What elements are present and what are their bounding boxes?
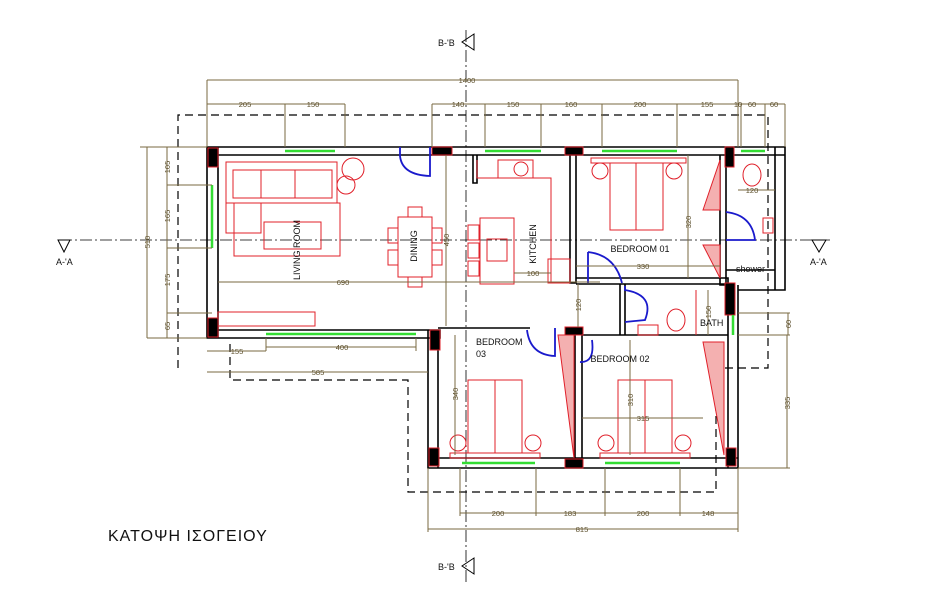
dim-bottom: 200 — [492, 509, 505, 518]
dim-bedroom02-width: 315 — [637, 414, 650, 423]
dim-left: 105 — [163, 161, 172, 174]
dim-bottom-overall: 815 — [576, 525, 589, 534]
dim-bedroom01-depth: 320 — [684, 216, 693, 229]
room-label-bedroom01: BEDROOM 01 — [610, 244, 669, 254]
nightstands — [449, 162, 692, 452]
room-label-living: LIVING ROOM — [292, 220, 302, 280]
bathroom-fixtures — [217, 217, 774, 336]
dim-left: 175 — [163, 274, 172, 287]
column — [564, 326, 584, 336]
beds — [449, 157, 691, 459]
dim-left-overall: 510 — [143, 236, 152, 249]
nightstand — [524, 434, 542, 452]
section-axes — [57, 30, 830, 585]
doors — [399, 147, 757, 363]
dim-bottom: 200 — [637, 509, 650, 518]
dim-top: 200 — [634, 100, 647, 109]
dim-living-bottom: 155 — [231, 347, 244, 356]
kitchen-counter — [467, 159, 571, 285]
dim-overall-top: 1400 — [459, 76, 476, 85]
dim-top: 155 — [701, 100, 714, 109]
windows — [210, 149, 765, 465]
dim-bottom: 148 — [702, 509, 715, 518]
drawing-title: ΚΑΤΟΨΗ ΙΣΟΓΕΙΟΥ — [108, 528, 268, 545]
labels: A-'A A-'A B-'B B-'B 1400 205 150 140 150 160 200 15… — [56, 38, 827, 572]
walls — [206, 146, 786, 469]
dim-bath-depth: 150 — [704, 306, 713, 319]
room-label-shower: shower — [736, 264, 765, 274]
dim-top: 60 — [748, 100, 756, 109]
section-b-bottom-label: B-'B — [438, 562, 455, 572]
dim-left: 65 — [163, 322, 172, 330]
side-table — [341, 157, 365, 181]
section-a-left-label: A-'A — [56, 257, 73, 267]
dim-living-bottom-overall: 585 — [312, 368, 325, 377]
toilet — [666, 308, 686, 332]
dim-living-bottom: 400 — [336, 343, 349, 352]
dim-top: 160 — [565, 100, 578, 109]
nightstand — [449, 434, 467, 452]
dim-left: 165 — [163, 210, 172, 223]
toilet — [742, 163, 762, 187]
column — [724, 282, 736, 316]
dim-living-length: 690 — [337, 278, 350, 287]
nightstand — [591, 162, 609, 180]
dim-top: 10 — [734, 100, 742, 109]
side-table — [336, 175, 356, 195]
room-label-bedroom03: BEDROOM — [476, 337, 523, 347]
section-markers — [57, 33, 827, 575]
dining-table — [387, 206, 443, 288]
column — [428, 447, 440, 467]
dim-hall-width: 120 — [574, 299, 583, 312]
dim-bedroom03-depth: 340 — [451, 388, 460, 401]
nightstand — [674, 434, 692, 452]
dim-top: 60 — [770, 100, 778, 109]
column — [207, 147, 219, 168]
dim-bottom: 183 — [564, 509, 577, 518]
nightstand — [665, 162, 683, 180]
wardrobes — [557, 159, 725, 459]
dim-top: 205 — [239, 100, 252, 109]
room-label-bedroom03-number: 03 — [476, 349, 486, 359]
dim-top: 150 — [507, 100, 520, 109]
dim-bedroom02-depth: 310 — [626, 394, 635, 407]
sofa — [225, 161, 341, 257]
section-a-right-label: A-'A — [810, 257, 827, 267]
room-label-kitchen: KITCHEN — [528, 224, 538, 264]
column — [207, 317, 219, 338]
dim-toilet-width: 120 — [746, 186, 759, 195]
dimension-lines — [140, 79, 790, 532]
dim-top: 140 — [452, 100, 465, 109]
column — [724, 146, 735, 168]
furniture — [217, 157, 774, 459]
dim-top: 150 — [307, 100, 320, 109]
column — [564, 146, 584, 156]
dim-right-lower: 335 — [783, 397, 792, 410]
column — [429, 329, 441, 351]
column — [431, 146, 453, 156]
room-label-bath: BATH — [700, 318, 723, 328]
columns — [207, 146, 737, 469]
roof-outline — [177, 114, 769, 493]
dim-right-small: 60 — [784, 320, 793, 328]
section-b-top-label: B-'B — [438, 38, 455, 48]
column — [725, 447, 737, 467]
nightstand — [597, 434, 615, 452]
sink — [513, 161, 529, 177]
room-label-dining: DINING — [409, 230, 419, 262]
dim-bedroom01-width: 330 — [637, 262, 650, 271]
dim-kitchen-gap: 100 — [527, 269, 540, 278]
room-label-bedroom02: BEDROOM 02 — [590, 354, 649, 364]
dim-dining-height: 450 — [442, 234, 451, 247]
column — [564, 458, 584, 469]
